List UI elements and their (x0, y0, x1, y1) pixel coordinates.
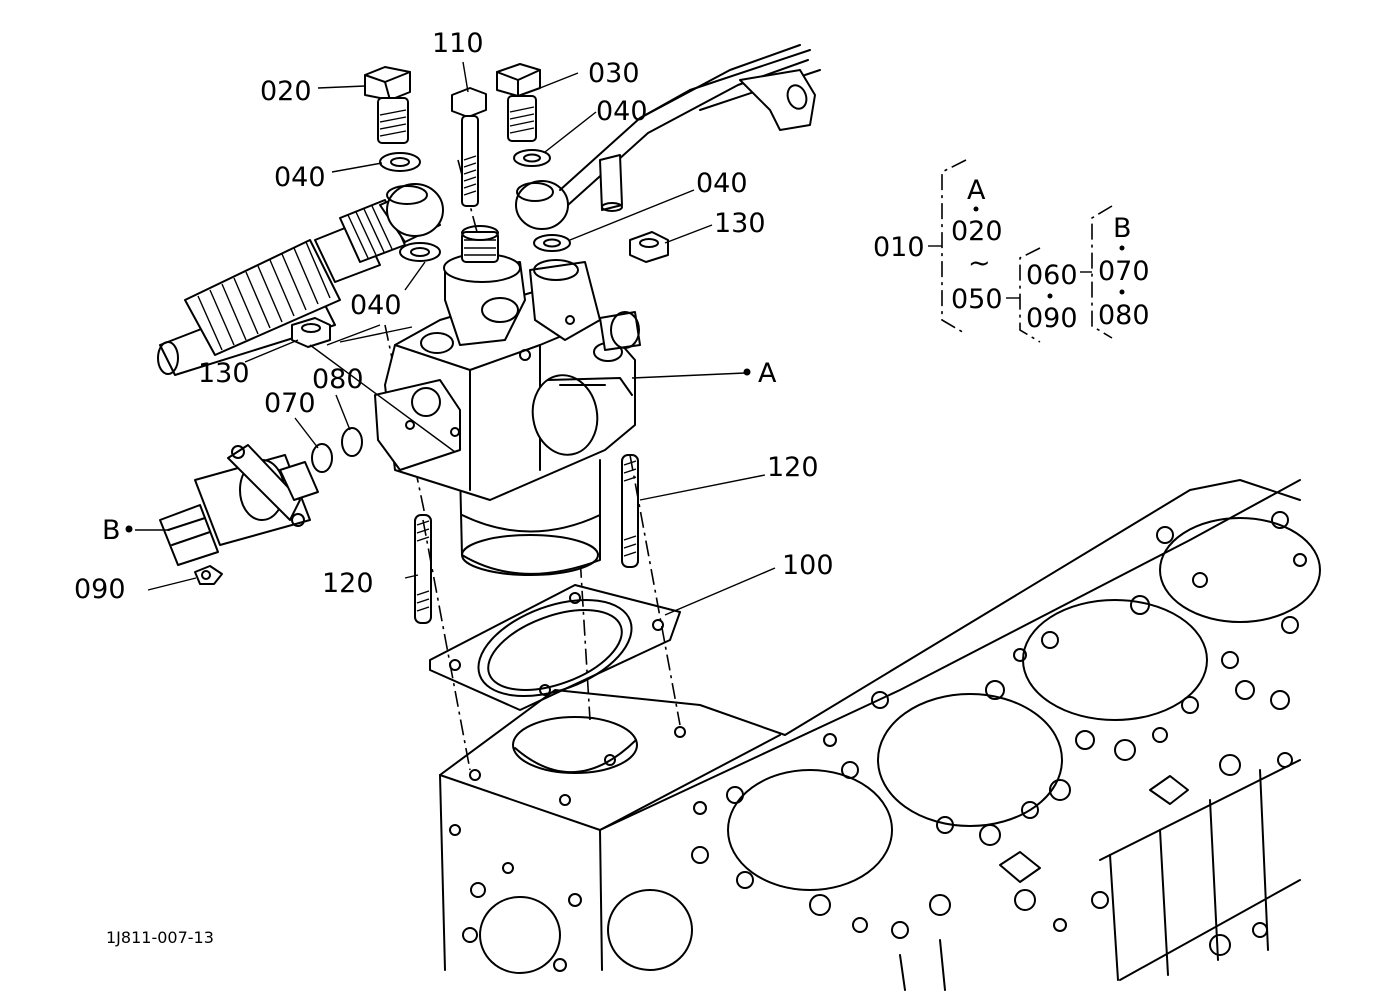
reference-dot-a (743, 368, 751, 376)
callout-040-mid: 040 (350, 290, 402, 321)
legend-group-a-tilde: ~ (968, 248, 991, 279)
banjo-bolt-030 (496, 63, 541, 142)
callout-labels: 020 110 030 040 040 040 130 040 130 080 … (74, 28, 834, 605)
assembly-legend: 010 A 020 ~ 050 060 090 B 070 080 (873, 159, 1150, 343)
legend-group-a-last: 050 (951, 284, 1003, 315)
bolt-110 (451, 87, 487, 207)
leader-lines (135, 61, 776, 616)
banjo-fitting-right (515, 44, 809, 230)
callout-070: 070 (264, 388, 316, 419)
callout-040-right: 040 (696, 168, 748, 199)
legend-sub-090: 090 (1026, 303, 1078, 334)
callout-130-left: 130 (198, 358, 250, 389)
drawing-code: 1J811-007-13 (106, 928, 214, 947)
washer-040 (379, 149, 571, 262)
o-ring-070 (311, 443, 333, 473)
callout-040-top: 040 (596, 96, 648, 127)
supply-pump-body (374, 225, 641, 576)
engine-block (439, 479, 1321, 991)
o-ring-080 (341, 427, 363, 457)
reference-dot-b (125, 525, 133, 533)
callout-120-right: 120 (767, 452, 819, 483)
callout-ref-a: A (758, 358, 777, 389)
banjo-fitting-left (386, 183, 444, 237)
callout-090: 090 (74, 574, 126, 605)
legend-sub-060: 060 (1026, 260, 1078, 291)
flange-nut-130 (291, 231, 669, 348)
gasket-100 (429, 584, 681, 711)
callout-ref-b: B (102, 515, 121, 546)
callout-030: 030 (588, 58, 640, 89)
legend-root: 010 (873, 232, 925, 263)
legend-group-b-070: 070 (1098, 256, 1150, 287)
callout-040-left: 040 (274, 162, 326, 193)
callout-020: 020 (260, 76, 312, 107)
legend-group-a-title: A (967, 175, 986, 206)
suction-control-valve (159, 444, 319, 566)
return-pipe-bracket (599, 49, 821, 212)
callout-110: 110 (432, 28, 484, 59)
legend-group-b-080: 080 (1098, 300, 1150, 331)
legend-group-a-first: 020 (951, 216, 1003, 247)
callout-080: 080 (312, 364, 364, 395)
callout-130-right: 130 (714, 208, 766, 239)
screw-090 (194, 565, 223, 585)
callout-120-left: 120 (322, 568, 374, 599)
callout-100: 100 (782, 550, 834, 581)
legend-group-b-title: B (1113, 213, 1132, 244)
banjo-bolt-020 (364, 66, 411, 144)
